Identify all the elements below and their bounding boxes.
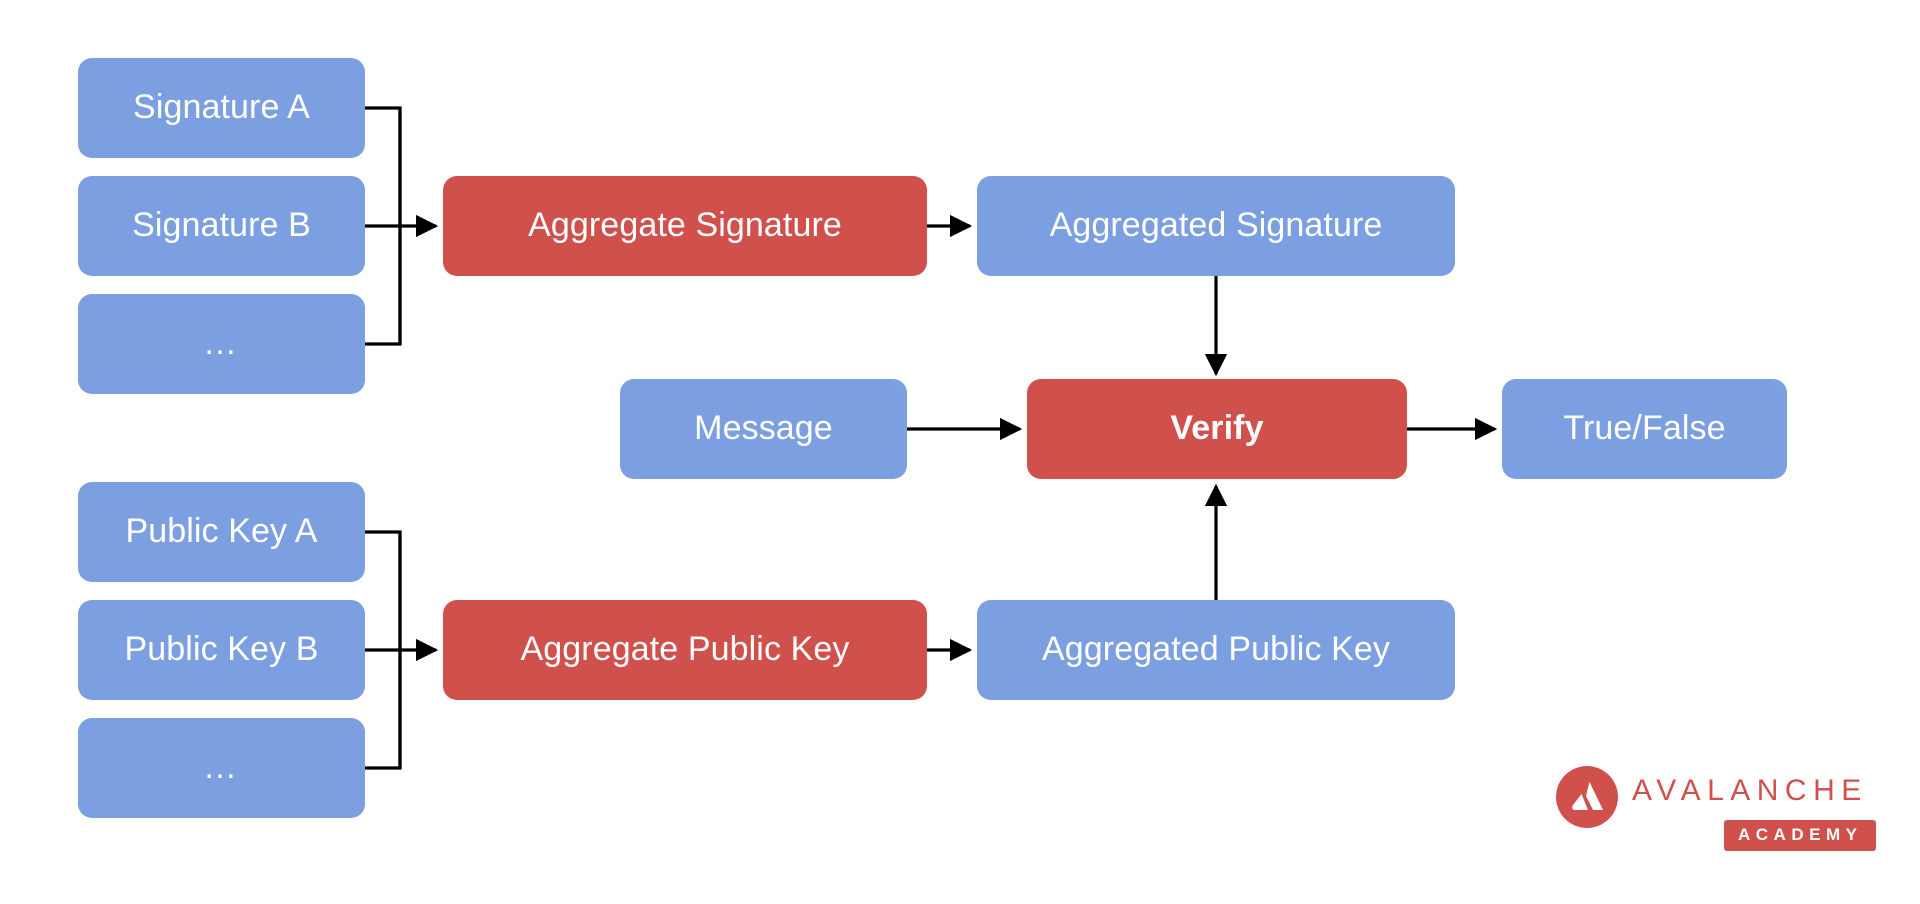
node-public-key-b[interactable]: Public Key B: [78, 600, 365, 700]
avalanche-mark-icon: [1556, 766, 1618, 828]
node-verify[interactable]: Verify: [1027, 379, 1407, 479]
node-aggregated-signature[interactable]: Aggregated Signature: [977, 176, 1455, 276]
node-signature-more[interactable]: …: [78, 294, 365, 394]
node-signature-b[interactable]: Signature B: [78, 176, 365, 276]
node-aggregate-public-key[interactable]: Aggregate Public Key: [443, 600, 927, 700]
node-public-key-a[interactable]: Public Key A: [78, 482, 365, 582]
edge-signatures-to-aggregate: [365, 106, 439, 346]
logo-wordmark: AVALANCHE: [1632, 774, 1868, 807]
node-public-key-more[interactable]: …: [78, 718, 365, 818]
node-aggregated-public-key[interactable]: Aggregated Public Key: [977, 600, 1455, 700]
node-result[interactable]: True/False: [1502, 379, 1787, 479]
avalanche-academy-logo: AVALANCHE ACADEMY: [1556, 762, 1886, 858]
logo-academy-badge: ACADEMY: [1724, 820, 1877, 851]
node-aggregate-signature[interactable]: Aggregate Signature: [443, 176, 927, 276]
node-signature-a[interactable]: Signature A: [78, 58, 365, 158]
node-message[interactable]: Message: [620, 379, 907, 479]
edge-public-keys-to-aggregate: [365, 530, 439, 770]
